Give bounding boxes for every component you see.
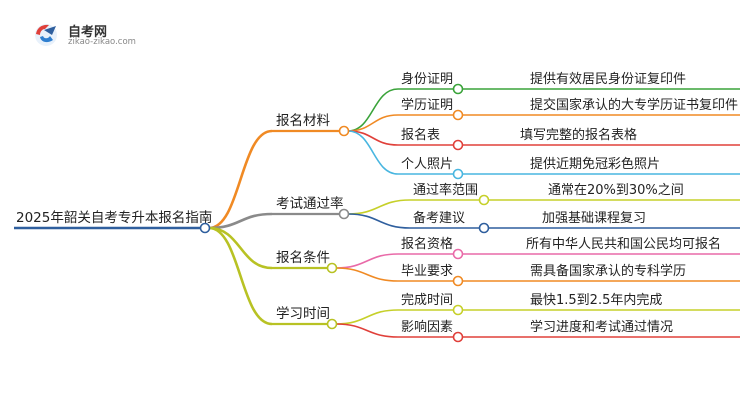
child-node-dot[interactable] [452,248,464,260]
child-node-dot[interactable] [478,194,490,206]
detail-label: 提交国家承认的大专学历证书复印件 [530,97,738,113]
branch-label-2: 考试通过率 [276,195,344,212]
child-label: 毕业要求 [401,264,453,279]
child-edge-1-1 [347,88,399,132]
detail-label: 需具备国家承认的专科学历 [530,263,686,279]
child-edge-1-4 [347,130,399,175]
child-node-dot[interactable] [452,275,464,287]
mindmap-edges [14,88,740,338]
child-label: 报名资格 [401,236,453,252]
branch-node-dot-3[interactable] [326,262,338,274]
child-label: 学历证明 [401,97,453,113]
branch-label-1: 报名材料 [276,113,330,129]
child-label: 报名表 [401,127,440,143]
child-node-dot[interactable] [452,139,464,151]
child-node-dot[interactable] [452,304,464,316]
child-edge-4-2 [335,323,399,338]
mindmap-nodes: 2025年韶关自考专升本报名指南 报名材料 身份证明 提供有效居民身份证复印件学历证明… [16,71,738,343]
branch-edge-2 [208,212,273,230]
child-node-dot[interactable] [452,168,464,180]
branch-node-dot-2[interactable] [338,208,350,220]
root-label: 2025年韶关自考专升本报名指南 [16,210,212,226]
detail-label: 通常在20%到30%之间 [548,183,684,198]
child-label: 影响因素 [401,319,453,335]
detail-label: 加强基础课程复习 [542,211,646,226]
child-label: 个人照片 [401,157,453,172]
branch-edge-3 [208,226,273,270]
child-node-dot[interactable] [452,331,464,343]
branch-edge-4 [208,226,273,326]
site-logo[interactable]: 自考网 zikao-zikao.com [32,20,152,50]
child-edge-2-2 [347,213,411,229]
branch-edge-1 [208,129,273,230]
child-label: 完成时间 [401,293,453,308]
detail-label: 填写完整的报名表格 [520,127,637,143]
child-edge-2-1 [347,199,411,215]
detail-label: 所有中华人民共和国公民均可报名 [526,236,721,252]
branch-node-dot-4[interactable] [326,318,338,330]
child-node-dot[interactable] [452,109,464,121]
child-label: 身份证明 [401,71,453,87]
child-edge-3-2 [335,267,399,282]
logo-title: 自考网 [68,25,108,40]
branch-label-3: 报名条件 [276,249,330,266]
detail-label: 最快1.5到2.5年内完成 [530,292,662,308]
child-node-dot[interactable] [478,222,490,234]
child-label: 备考建议 [413,210,465,226]
branch-label-4: 学习时间 [276,306,330,322]
child-node-dot[interactable] [452,83,464,95]
detail-label: 提供近期免冠彩色照片 [530,156,660,172]
child-label: 通过率范围 [413,182,478,198]
detail-label: 学习进度和考试通过情况 [530,319,673,335]
detail-label: 提供有效居民身份证复印件 [530,71,686,87]
root-node-dot[interactable] [199,222,211,234]
branch-node-dot-1[interactable] [338,125,350,137]
child-edge-3-1 [335,253,399,269]
child-edge-4-1 [335,309,399,325]
cap-logo-icon [35,24,57,46]
logo-url: zikao-zikao.com [68,37,136,47]
child-edge-1-2 [347,114,399,132]
